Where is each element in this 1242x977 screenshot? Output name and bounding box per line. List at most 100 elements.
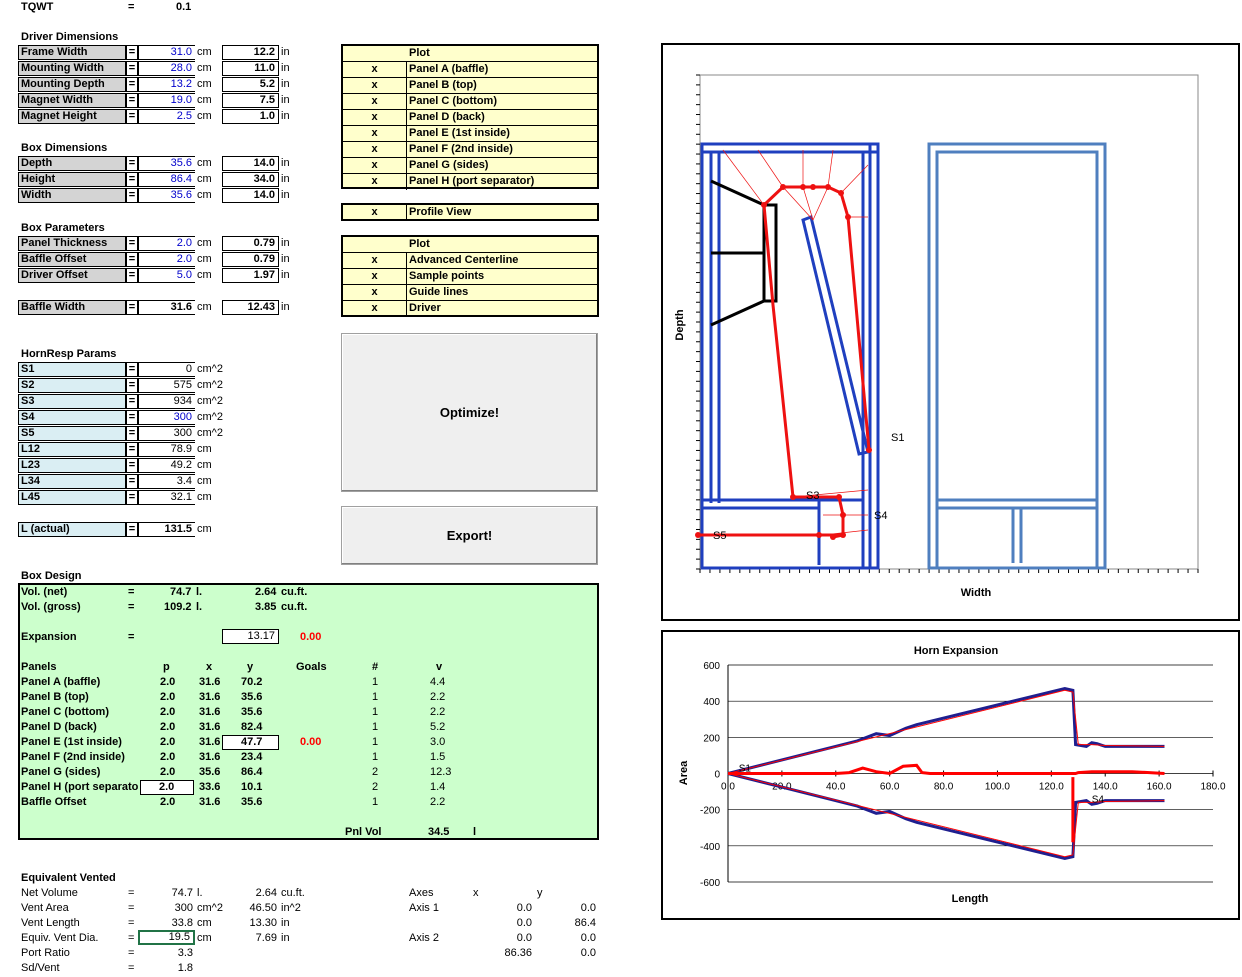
plot-option-label: Panel E (1st inside) (409, 127, 510, 139)
panel-p[interactable]: 2.0 (140, 780, 194, 795)
plot-check[interactable]: x (343, 110, 407, 126)
dim-label: Baffle Offset (18, 252, 126, 267)
axis1-y2: 86.4 (574, 917, 596, 929)
expansion-value[interactable]: 13.17 (222, 629, 279, 644)
panel-p: 2.0 (160, 676, 176, 688)
guide-line (722, 149, 765, 206)
in-value: 0.79 (222, 236, 279, 251)
sample-point (836, 494, 842, 500)
vol-net-label: Vol. (net) (21, 586, 68, 598)
equiv-u2: in^2 (281, 902, 301, 914)
panel-v: 2.2 (430, 691, 446, 703)
in-unit: in (281, 269, 290, 281)
equiv-u1: l. (197, 887, 203, 899)
panel-v: 1.5 (430, 751, 446, 763)
plot-check[interactable]: x (343, 126, 407, 142)
plot-option-label: Panel F (2nd inside) (409, 143, 513, 155)
in-value: 34.0 (222, 172, 279, 187)
panel-x: 33.6 (199, 781, 221, 793)
plot-check[interactable]: x (343, 285, 407, 301)
plot-check[interactable]: x (343, 158, 407, 174)
eq: = (128, 631, 135, 643)
lactual-value: 131.5 (138, 522, 195, 537)
guide-line (792, 489, 869, 498)
export-button[interactable]: Export! (341, 506, 598, 565)
hornresp-unit: cm^2 (197, 411, 223, 423)
cm-value[interactable]: 35.6 (138, 156, 195, 171)
x-tick-label: 80.0 (934, 782, 954, 793)
axis1-y1: 0.0 (580, 902, 596, 914)
cm-value[interactable]: 13.2 (138, 77, 195, 92)
cm-value[interactable]: 2.0 (138, 252, 195, 267)
pnl-vol-label: Pnl Vol (345, 826, 382, 838)
hornresp-unit: cm^2 (197, 363, 223, 375)
hornresp-value: 300 (138, 426, 195, 441)
panel-p: 2.0 (160, 736, 176, 748)
equals-sign: = (126, 61, 138, 76)
y-tick-label: 400 (703, 697, 720, 708)
cm-value[interactable]: 5.0 (138, 268, 195, 283)
panel-count: 2 (372, 781, 379, 793)
sample-point (830, 534, 836, 540)
equiv-v2 (240, 961, 277, 975)
equiv-u1: cm (197, 932, 212, 944)
optimize-button[interactable]: Optimize! (341, 333, 598, 492)
panel-y: 86.4 (241, 766, 263, 778)
hornresp-unit: cm (197, 443, 212, 455)
panel-v: 5.2 (430, 721, 446, 733)
plot-check[interactable]: x (343, 301, 407, 317)
series-line (727, 689, 1165, 774)
plot-check[interactable]: x (343, 94, 407, 110)
equiv-label: Equiv. Vent Dia. (21, 932, 99, 944)
pnl-vol-unit: l (473, 826, 477, 838)
hornresp-unit: cm^2 (197, 395, 223, 407)
plot-check[interactable]: x (343, 269, 407, 285)
eq: = (128, 887, 135, 899)
plot-check[interactable]: x (343, 62, 407, 78)
cm-value[interactable]: 35.6 (138, 188, 195, 203)
cm-value[interactable]: 19.0 (138, 93, 195, 108)
plot-check[interactable]: x (343, 142, 407, 158)
equiv-vent-dia-cell[interactable]: 19.5 (138, 930, 195, 945)
dim-label: Width (18, 188, 126, 203)
plot-option-label: Sample points (409, 270, 485, 282)
in-value: 14.0 (222, 188, 279, 203)
expansion-label: Expansion (21, 631, 77, 643)
dim-label: Frame Width (18, 45, 126, 60)
v-header: v (436, 661, 443, 673)
cm-value[interactable]: 86.4 (138, 172, 195, 187)
cm-value[interactable]: 2.0 (138, 236, 195, 251)
panel-y[interactable]: 47.7 (222, 735, 279, 750)
tqwt-value[interactable]: 0.1 (176, 1, 192, 13)
baffle-width-cm: 31.6 (138, 300, 195, 315)
equals-sign: = (126, 109, 138, 124)
plot-check[interactable]: x (343, 78, 407, 94)
cm-value[interactable]: 28.0 (138, 61, 195, 76)
plot-check[interactable]: x (343, 174, 407, 190)
axis1-x1: 0.0 (516, 902, 532, 914)
cm-value[interactable]: 2.5 (138, 109, 195, 124)
chart-title: Horn Expansion (914, 645, 999, 657)
equals-sign: = (126, 522, 138, 537)
profile-view-check[interactable]: x (343, 205, 407, 221)
hornresp-value: 32.1 (138, 490, 195, 505)
panel-y: 35.6 (241, 706, 263, 718)
cm-value[interactable]: 31.0 (138, 45, 195, 60)
cm-unit: cm (197, 110, 212, 122)
plot-check[interactable]: x (343, 253, 407, 269)
panel-name: Panel G (sides) (21, 766, 101, 778)
